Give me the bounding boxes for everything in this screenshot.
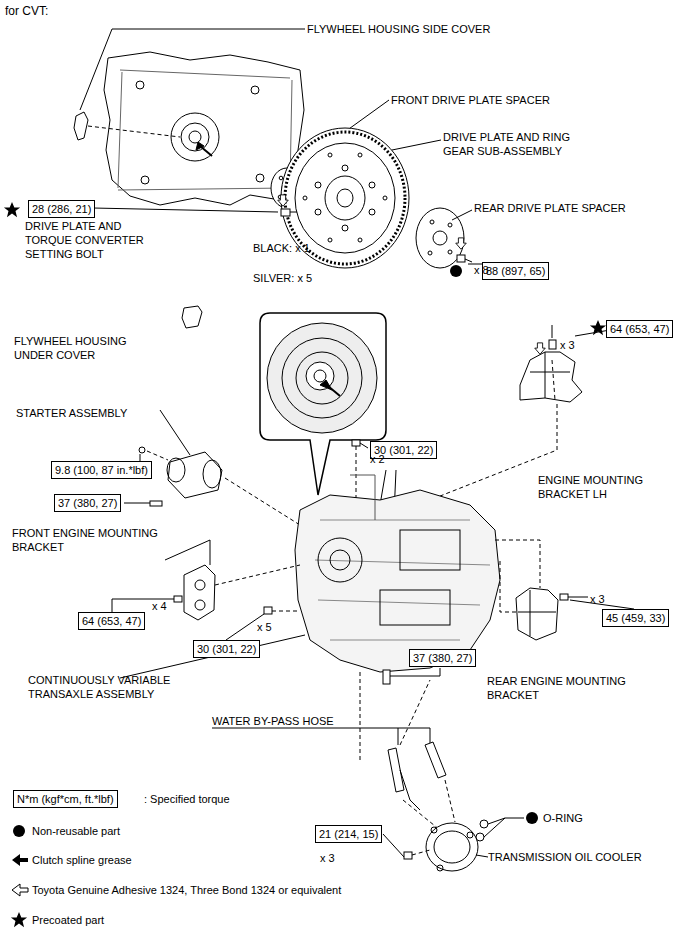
part-name: REAR ENGINE MOUNTING BRACKET	[487, 674, 637, 702]
quantity-label: x 4	[152, 599, 167, 613]
quantity-label: x 3	[560, 338, 575, 352]
part-name: FRONT ENGINE MOUNTING BRACKET	[12, 526, 184, 554]
quantity-label: x 3	[590, 592, 605, 606]
torque-box: 37 (380, 27)	[54, 494, 121, 512]
torque-box: 37 (380, 27)	[409, 649, 476, 667]
part-name: TRANSMISSION OIL COOLER	[488, 850, 642, 864]
torque-value: N*m (kgf*cm, ft.*lbf)	[17, 793, 114, 805]
torque-box: 45 (459, 33)	[602, 609, 669, 627]
part-name: FLYWHEEL HOUSING SIDE COVER	[307, 22, 490, 36]
torque-value: 45 (459, 33)	[606, 612, 665, 624]
legend-torque-box: N*m (kgf*cm, ft.*lbf)	[13, 790, 118, 808]
part-name: DRIVE PLATE AND TORQUE CONVERTER SETTING…	[25, 219, 160, 261]
torque-box: 30 (301, 22)	[193, 640, 260, 658]
torque-value: 37 (380, 27)	[58, 497, 117, 509]
torque-box: 28 (286, 21)	[28, 200, 95, 218]
torque-value: 30 (301, 22)	[197, 643, 256, 655]
torque-box: 21 (214, 15)	[315, 825, 382, 843]
part-name: FLYWHEEL HOUSING UNDER COVER	[14, 334, 144, 362]
legend-text: : Specified torque	[144, 792, 230, 806]
part-name: WATER BY-PASS HOSE	[212, 714, 334, 728]
torque-value: 9.8 (100, 87 in.*lbf)	[55, 464, 148, 476]
torque-box: 88 (897, 65)	[482, 262, 549, 280]
torque-box: 9.8 (100, 87 in.*lbf)	[51, 461, 152, 479]
torque-value: 88 (897, 65)	[486, 265, 545, 277]
legend-text: Toyota Genuine Adhesive 1324, Three Bond…	[32, 883, 341, 897]
part-name: CONTINUOUSLY VARIABLE TRANSAXLE ASSEMBLY	[28, 673, 208, 701]
legend-text: Clutch spline grease	[32, 853, 132, 867]
quantity-label: x 3	[320, 851, 335, 865]
part-name: STARTER ASSEMBLY	[16, 406, 127, 420]
torque-value: 64 (653, 47)	[610, 323, 669, 335]
diagram-title: for CVT:	[5, 4, 48, 18]
torque-value: 64 (653, 47)	[82, 615, 141, 627]
torque-value: 37 (380, 27)	[413, 652, 472, 664]
part-name: O-RING	[543, 811, 583, 825]
torque-box: 64 (653, 47)	[606, 320, 673, 338]
legend-text: Non-reusable part	[32, 824, 120, 838]
part-name: FRONT DRIVE PLATE SPACER	[391, 93, 550, 107]
part-name: REAR DRIVE PLATE SPACER	[474, 201, 626, 215]
legend-text: Precoated part	[32, 913, 104, 927]
part-name: SILVER: x 5	[253, 271, 312, 285]
part-name: BLACK: x 1	[253, 241, 310, 255]
quantity-label: x 5	[257, 620, 272, 634]
part-name: ENGINE MOUNTING BRACKET LH	[538, 473, 668, 501]
torque-value: 28 (286, 21)	[32, 203, 91, 215]
torque-value: 21 (214, 15)	[319, 828, 378, 840]
quantity-label: x 2	[370, 452, 385, 466]
quantity-label: x 8	[474, 263, 489, 277]
torque-box: 64 (653, 47)	[78, 612, 145, 630]
part-name: DRIVE PLATE AND RING GEAR SUB-ASSEMBLY	[443, 130, 593, 158]
